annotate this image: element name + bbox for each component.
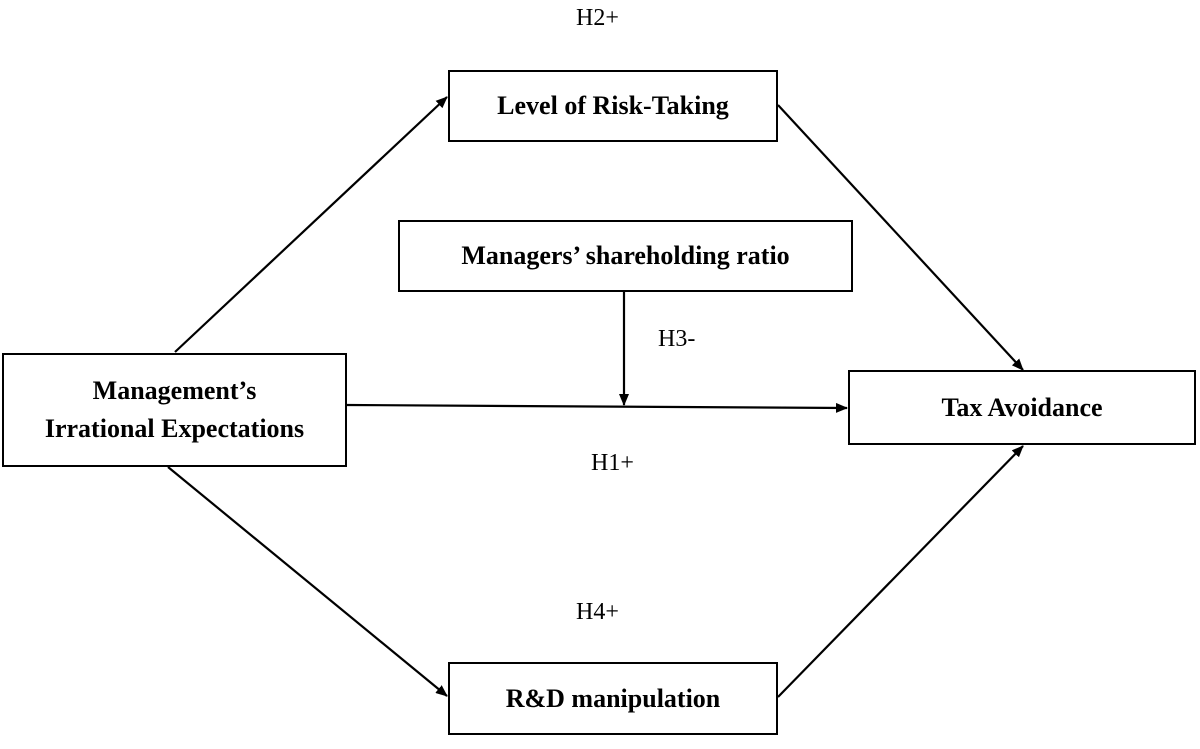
arrow-risk-to-tax [777,104,1024,371]
arrow-irrational-to-rd [167,466,448,697]
node-risk-taking: Level of Risk-Taking [448,70,778,142]
hypothesis-label-h1: H1+ [591,450,634,476]
node-tax-avoidance-label: Tax Avoidance [941,392,1103,422]
node-irrational-expectations-line2: Irrational Expectations [44,414,305,443]
hypothesis-label-h3: H3- [658,326,696,352]
hypothesis-label-h2: H2+ [576,5,619,31]
arrow-irrational-to-tax [346,402,848,413]
node-irrational-expectations-line1: Management’s [92,376,257,406]
node-tax-avoidance: Tax Avoidance [848,370,1196,445]
node-shareholding-ratio: Managers’ shareholding ratio [398,220,853,292]
hypothesis-label-h4: H4+ [576,599,619,625]
node-rd-manipulation-label: R&D manipulation [505,683,721,713]
arrow-rd-to-tax [777,445,1024,698]
arrow-irrational-to-risk [174,96,448,353]
node-irrational-expectations: Management’s Irrational Expectations [2,353,347,467]
node-risk-taking-label: Level of Risk-Taking [497,91,729,121]
node-shareholding-ratio-label: Managers’ shareholding ratio [461,241,790,271]
node-rd-manipulation: R&D manipulation [448,662,778,735]
